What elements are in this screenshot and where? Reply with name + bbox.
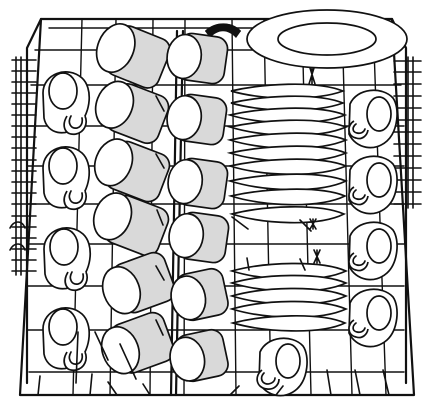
left-side-clips <box>9 56 37 276</box>
right-cups <box>256 89 398 397</box>
right-side-clips <box>393 56 422 209</box>
plate-stack-upper <box>226 67 349 224</box>
tines-and-rack-details <box>37 95 390 396</box>
center-glass-column-right <box>166 32 230 383</box>
left-cups <box>42 71 91 372</box>
top-plate <box>205 9 408 69</box>
plate-stack-lower <box>229 218 349 332</box>
center-glass-column-left <box>92 23 176 375</box>
